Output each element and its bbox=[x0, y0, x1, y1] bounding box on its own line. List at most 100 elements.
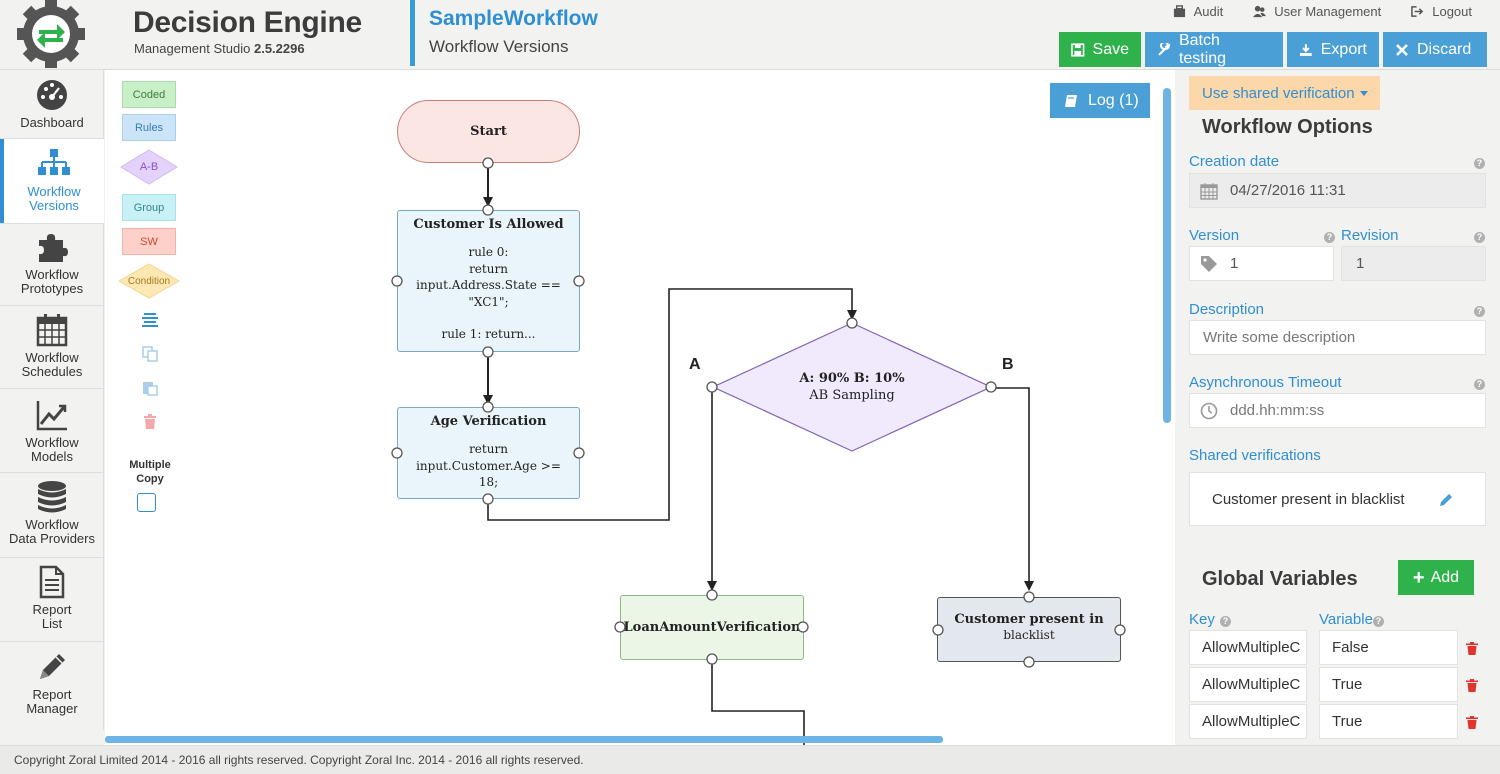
audit-label: Audit bbox=[1193, 4, 1224, 19]
user-management-link[interactable]: User Management bbox=[1253, 4, 1381, 19]
port[interactable] bbox=[482, 157, 494, 169]
port[interactable] bbox=[482, 493, 494, 505]
node-start[interactable]: Start bbox=[397, 100, 580, 163]
async-timeout-input[interactable]: ddd.hh:mm:ss bbox=[1189, 393, 1486, 428]
node-ab-sampling[interactable]: A: 90% B: 10% AB Sampling bbox=[712, 322, 992, 452]
delete-trash-icon[interactable] bbox=[1466, 716, 1478, 729]
node-line: 18; bbox=[478, 475, 499, 489]
port[interactable] bbox=[1023, 656, 1035, 668]
sidebar-item-workflow-prototypes[interactable]: Workflow Prototypes bbox=[0, 230, 104, 300]
port[interactable] bbox=[614, 621, 626, 633]
canvas-vertical-scrollbar[interactable] bbox=[1163, 88, 1171, 423]
shared-verification-name: Customer present in blacklist bbox=[1212, 490, 1405, 508]
clock-icon bbox=[1200, 402, 1218, 419]
port[interactable] bbox=[706, 381, 718, 393]
puzzle-icon bbox=[39, 234, 68, 262]
help-icon[interactable]: ? bbox=[1474, 232, 1485, 243]
node-customer-is-allowed[interactable]: Customer Is Allowed rule 0: return input… bbox=[397, 210, 580, 352]
port[interactable] bbox=[391, 447, 403, 459]
variable-value-field[interactable]: True bbox=[1319, 667, 1458, 702]
palette-sw[interactable]: SW bbox=[122, 228, 176, 255]
port[interactable] bbox=[985, 381, 997, 393]
description-input[interactable]: Write some description bbox=[1189, 320, 1486, 355]
workflow-name[interactable]: SampleWorkflow bbox=[429, 7, 598, 30]
port[interactable] bbox=[482, 204, 494, 216]
sidebar-item-workflow-data-providers[interactable]: Workflow Data Providers bbox=[0, 480, 104, 552]
node-age-verification[interactable]: Age Verification return input.Customer.A… bbox=[397, 407, 580, 499]
node-loan-amount-verification[interactable]: LoanAmountVerification bbox=[620, 595, 804, 660]
sidebar-item-workflow-versions[interactable]: Workflow Versions bbox=[0, 139, 104, 223]
port[interactable] bbox=[391, 275, 403, 287]
version-value: 1 bbox=[1230, 255, 1239, 272]
copy-icon[interactable] bbox=[142, 346, 158, 362]
save-button[interactable]: Save bbox=[1059, 32, 1141, 67]
variable-key-field[interactable]: AllowMultipleC bbox=[1189, 667, 1307, 702]
port[interactable] bbox=[482, 401, 494, 413]
revision-field: 1 bbox=[1341, 246, 1486, 281]
logout-label: Logout bbox=[1432, 4, 1472, 19]
use-shared-verification-dropdown[interactable]: Use shared verification bbox=[1189, 76, 1380, 110]
port[interactable] bbox=[706, 653, 718, 665]
delete-trash-icon[interactable] bbox=[1466, 679, 1478, 692]
palette-condition[interactable]: Condition bbox=[118, 263, 180, 299]
port[interactable] bbox=[573, 275, 585, 287]
help-icon[interactable]: ? bbox=[1324, 232, 1335, 243]
variable-key-field[interactable]: AllowMultipleC bbox=[1189, 630, 1307, 665]
edit-pencil-icon[interactable] bbox=[1439, 492, 1454, 507]
help-icon[interactable]: ? bbox=[1474, 158, 1485, 169]
sidebar-item-label: Report Manager bbox=[26, 687, 78, 716]
port[interactable] bbox=[797, 621, 809, 633]
port[interactable] bbox=[706, 589, 718, 601]
audit-link[interactable]: Audit bbox=[1173, 4, 1224, 19]
help-icon[interactable]: ? bbox=[1474, 379, 1485, 390]
variable-key-field[interactable]: AllowMultipleC bbox=[1189, 704, 1307, 739]
sidebar-item-workflow-models[interactable]: Workflow Models bbox=[0, 398, 104, 468]
branch-label-a: A bbox=[689, 356, 701, 373]
shared-verification-item[interactable]: Customer present in blacklist bbox=[1189, 472, 1486, 526]
users-icon bbox=[1253, 5, 1267, 18]
export-button[interactable]: Export bbox=[1287, 32, 1379, 67]
async-timeout-label: Asynchronous Timeout bbox=[1189, 374, 1342, 391]
sidebar-item-report-list[interactable]: Report List bbox=[0, 565, 104, 635]
node-line: "XC1"; bbox=[468, 294, 509, 309]
caret-down-icon bbox=[1359, 90, 1368, 96]
header: Decision Engine Management Studio 2.5.22… bbox=[0, 0, 1500, 70]
pencil-icon bbox=[40, 654, 65, 679]
help-icon[interactable]: ? bbox=[1474, 306, 1485, 317]
multiple-copy-checkbox[interactable] bbox=[137, 493, 156, 512]
action-buttons: Save Batch testing Export Discard bbox=[1059, 32, 1487, 67]
sidebar-item-dashboard[interactable]: Dashboard bbox=[0, 78, 104, 140]
port[interactable] bbox=[932, 624, 944, 636]
batch-testing-button[interactable]: Batch testing bbox=[1145, 32, 1283, 67]
sidebar-item-report-manager[interactable]: Report Manager bbox=[0, 650, 104, 720]
variable-value-field[interactable]: False bbox=[1319, 630, 1458, 665]
delete-trash-icon[interactable] bbox=[1466, 642, 1478, 655]
trash-icon[interactable] bbox=[143, 414, 157, 430]
help-icon[interactable]: ? bbox=[1373, 616, 1384, 627]
palette-coded[interactable]: Coded bbox=[122, 81, 176, 108]
sidebar-divider bbox=[0, 305, 104, 306]
palette-group[interactable]: Group bbox=[122, 194, 176, 221]
help-icon[interactable]: ? bbox=[1220, 616, 1231, 627]
logout-link[interactable]: Logout bbox=[1411, 4, 1472, 19]
port[interactable] bbox=[1114, 624, 1126, 636]
log-button[interactable]: Log (1) bbox=[1050, 83, 1150, 118]
workflow-canvas[interactable]: Coded Rules A-B Group SW Condition Multi… bbox=[105, 70, 1175, 746]
discard-button[interactable]: Discard bbox=[1383, 32, 1487, 67]
node-customer-blacklist[interactable]: Customer present in blacklist bbox=[937, 597, 1121, 662]
align-center-icon[interactable] bbox=[141, 312, 159, 328]
port[interactable] bbox=[482, 346, 494, 358]
port[interactable] bbox=[573, 447, 585, 459]
palette-rules[interactable]: Rules bbox=[122, 114, 176, 141]
variable-value-field[interactable]: True bbox=[1319, 704, 1458, 739]
palette-ab[interactable]: A-B bbox=[120, 149, 178, 185]
paste-icon[interactable] bbox=[142, 380, 158, 396]
add-variable-button[interactable]: + Add bbox=[1398, 560, 1474, 595]
port[interactable] bbox=[1023, 591, 1035, 603]
footer: Copyright Zoral Limited 2014 - 2016 all … bbox=[0, 745, 1500, 774]
port[interactable] bbox=[846, 317, 858, 329]
version-field[interactable]: 1 bbox=[1189, 246, 1334, 281]
sidebar-item-label: Workflow Models bbox=[25, 435, 79, 464]
canvas-horizontal-scrollbar[interactable] bbox=[105, 736, 943, 743]
sidebar-item-workflow-schedules[interactable]: Workflow Schedules bbox=[0, 313, 104, 383]
